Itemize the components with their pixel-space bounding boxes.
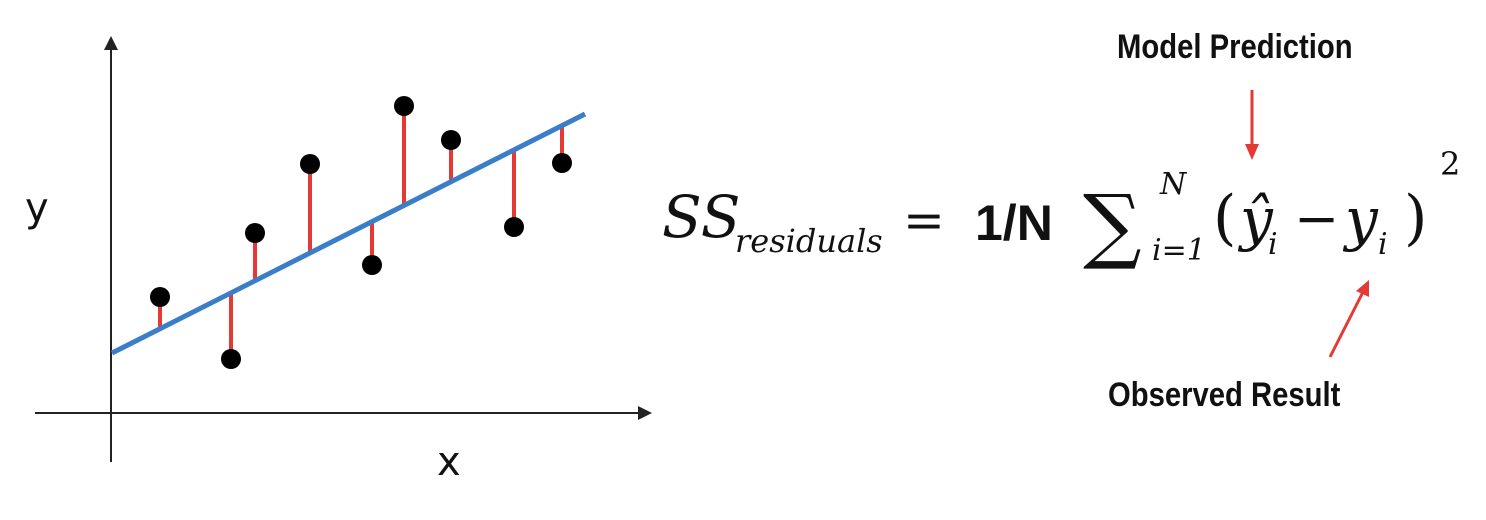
residual-lines	[158, 106, 564, 359]
data-point	[362, 255, 382, 275]
data-point	[221, 349, 241, 369]
data-points	[150, 96, 572, 369]
data-point	[552, 153, 572, 173]
x-axis-label: x	[437, 439, 461, 485]
formula-y-subscript: i	[1378, 227, 1388, 262]
y-axis-arrowhead	[104, 36, 118, 50]
regression-line	[110, 111, 587, 356]
formula-y: y	[1345, 185, 1378, 253]
formula-equals: =	[903, 191, 945, 249]
formula-exponent: 2	[1440, 145, 1461, 183]
formula-ss: SS	[662, 183, 741, 251]
formula-sum-upper: N	[1160, 167, 1187, 202]
data-point	[504, 217, 524, 237]
observed-result-label: Observed Result	[1108, 376, 1341, 414]
formula-open-paren: (	[1213, 183, 1237, 253]
x-axis-arrowhead	[638, 406, 652, 420]
formula-sum-lower: i=1	[1152, 233, 1206, 268]
formula-close-paren: )	[1404, 183, 1428, 253]
formula-ss-subscript: residuals	[735, 222, 883, 260]
formula-yhat: ŷ	[1240, 185, 1273, 253]
formula-minus: −	[1294, 187, 1340, 250]
model-prediction-label: Model Prediction	[1117, 28, 1353, 66]
formula-sum-symbol: ∑	[1083, 178, 1142, 273]
data-point	[441, 130, 461, 150]
data-point	[300, 154, 320, 174]
y-axis-label: y	[25, 185, 49, 231]
formula-yhat-subscript: i	[1268, 227, 1278, 262]
observed-result-arrowhead	[1356, 280, 1369, 297]
data-point	[394, 96, 414, 116]
data-point	[245, 223, 265, 243]
observed-result-arrow	[1328, 291, 1365, 358]
model-prediction-arrowhead	[1245, 144, 1259, 160]
data-point	[150, 287, 170, 307]
formula-factor: 1/N	[975, 195, 1053, 251]
